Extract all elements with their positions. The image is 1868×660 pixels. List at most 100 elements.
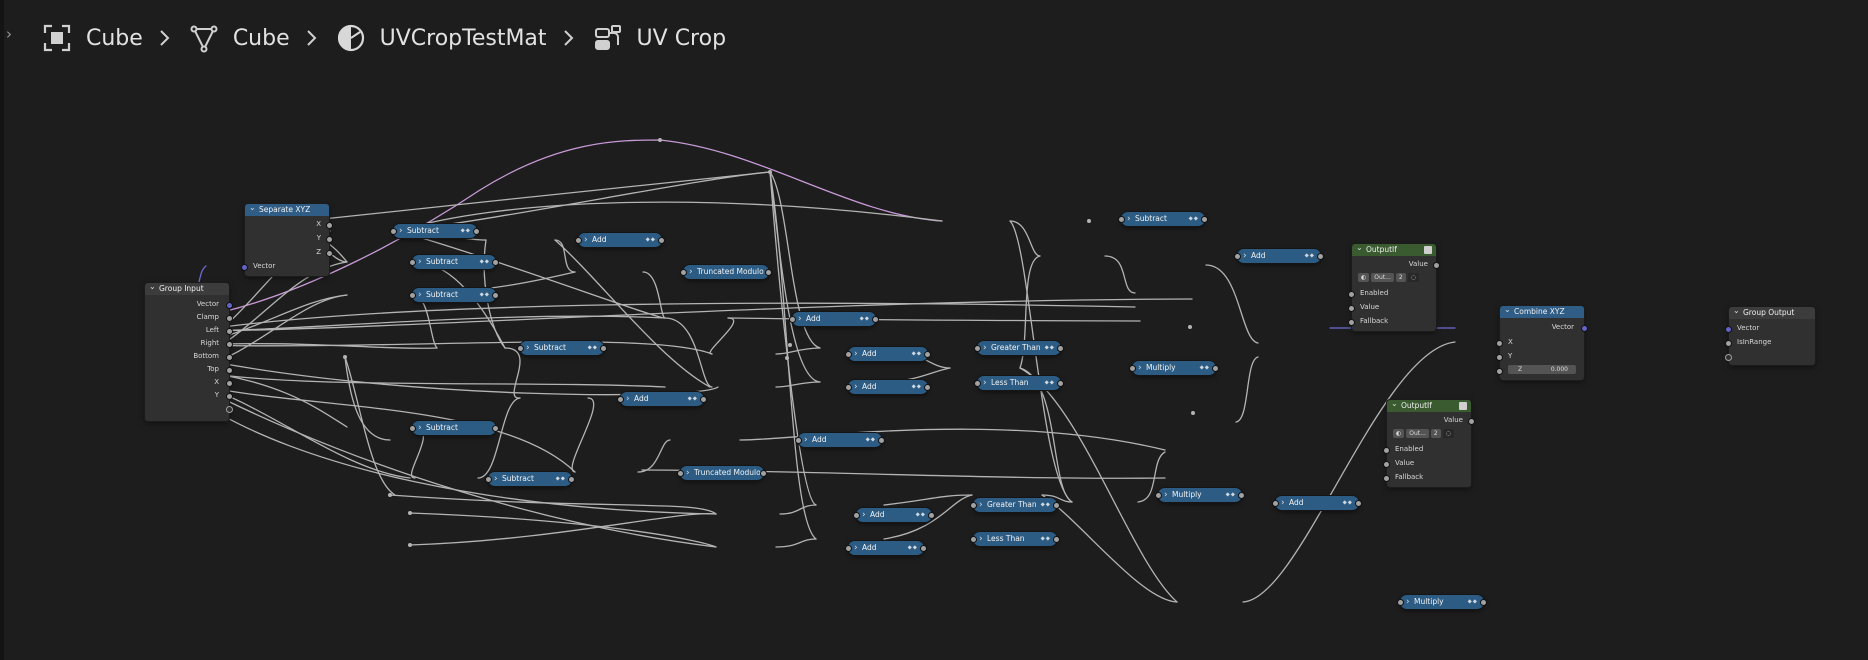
node-link xyxy=(1041,494,1178,603)
node-link xyxy=(397,201,943,232)
combine-xyz-node[interactable]: Combine XYZ Vector X Y Z 0.000 xyxy=(1496,306,1588,380)
socket-label: X xyxy=(316,220,321,228)
output-socket[interactable] xyxy=(326,222,333,229)
node-label: Less Than xyxy=(987,534,1025,543)
output-socket[interactable] xyxy=(226,380,233,387)
input-socket[interactable] xyxy=(1348,319,1355,326)
input-socket[interactable] xyxy=(1496,354,1503,361)
math-node-subtract[interactable]: Subtract⬥⬥ xyxy=(409,255,499,269)
separate-xyz-node[interactable]: Separate XYZ X Y Z Vector xyxy=(241,204,333,276)
socket-label: Value xyxy=(1360,303,1380,311)
math-node-less-than[interactable]: Less Than⬥⬥ xyxy=(970,532,1060,546)
node-label: Subtract xyxy=(407,226,439,235)
input-socket[interactable] xyxy=(1383,475,1390,482)
math-node-add[interactable]: Add⬥⬥ xyxy=(845,347,931,361)
z-value-field[interactable]: Z 0.000 xyxy=(1508,365,1576,374)
node-link xyxy=(1242,341,1456,603)
fake-user-icon[interactable]: ◌ xyxy=(1442,429,1454,438)
math-node-subtract[interactable]: Subtract xyxy=(409,421,499,435)
math-node-multiply[interactable]: Multiply⬥⬥ xyxy=(1155,488,1245,502)
breadcrumb-item-node-group[interactable]: UV Crop xyxy=(591,18,726,58)
breadcrumb-item-mesh[interactable]: Cube xyxy=(187,18,290,58)
node-link xyxy=(193,383,717,548)
input-socket[interactable] xyxy=(1496,368,1503,375)
node-header: OutputIf xyxy=(1352,244,1436,256)
group-output-node[interactable]: Group Output Vector IsInRange xyxy=(1725,307,1815,365)
math-node-subtract[interactable]: Subtract⬥⬥ xyxy=(485,472,575,486)
output-socket[interactable] xyxy=(1433,262,1440,269)
math-node-multiply[interactable]: Multiply⬥⬥ xyxy=(1397,595,1487,609)
input-socket[interactable] xyxy=(1725,326,1732,333)
output-socket[interactable] xyxy=(226,354,233,361)
socket-label: Vector xyxy=(1737,324,1760,332)
socket-label: Vector xyxy=(253,262,276,270)
input-socket[interactable] xyxy=(1348,291,1355,298)
socket-label: Vector xyxy=(196,300,219,308)
node-link xyxy=(1205,264,1259,344)
math-node-subtract[interactable]: Subtract⬥⬥ xyxy=(517,341,607,355)
output-socket[interactable] xyxy=(1581,325,1588,332)
breadcrumb-item-material[interactable]: UVCropTestMat xyxy=(334,18,547,58)
math-node-add[interactable]: Add⬥⬥ xyxy=(845,380,931,394)
math-node-add[interactable]: Add⬥⬥ xyxy=(789,312,879,326)
datablock-name[interactable]: Out... xyxy=(1371,273,1394,282)
output-socket[interactable] xyxy=(326,236,333,243)
output-socket[interactable] xyxy=(226,315,233,322)
input-socket[interactable] xyxy=(1383,461,1390,468)
input-socket[interactable] xyxy=(1496,340,1503,347)
datablock-name[interactable]: Out... xyxy=(1406,429,1429,438)
socket-label: Fallback xyxy=(1395,473,1424,481)
output-socket[interactable] xyxy=(226,393,233,400)
math-node-greater-than[interactable]: Greater Than⬥⬥ xyxy=(970,498,1060,512)
group-input-node[interactable]: Group Input Vector Clamp Left Right Bott… xyxy=(145,283,233,421)
breadcrumb-label: UVCropTestMat xyxy=(379,25,547,51)
math-node-add[interactable]: Add⬥⬥ xyxy=(795,433,885,447)
input-socket[interactable] xyxy=(241,264,248,271)
sidebar-toggle-icon[interactable]: › xyxy=(6,25,12,43)
math-node-subtract[interactable]: Subtract⬥⬥ xyxy=(390,224,480,238)
math-node-less-than[interactable]: Less Than⬥⬥ xyxy=(974,376,1064,390)
node-label: Truncated Modulo xyxy=(694,468,761,477)
output-socket[interactable] xyxy=(1468,418,1475,425)
math-node-add[interactable]: Add⬥⬥ xyxy=(853,508,935,522)
reroute-dot xyxy=(768,170,772,174)
node-label: Subtract xyxy=(426,423,458,432)
reroute-dot xyxy=(1191,411,1195,415)
node-link xyxy=(775,347,821,355)
node-label: Less Than xyxy=(991,378,1029,387)
output-if-node[interactable]: OutputIf Value ◐ Out... 2 ◌ Enabled Valu… xyxy=(1348,244,1440,331)
math-node-add[interactable]: Add⬥⬥ xyxy=(1272,496,1362,510)
input-socket[interactable] xyxy=(1725,340,1732,347)
input-socket[interactable] xyxy=(1383,447,1390,454)
breadcrumb-item-object[interactable]: Cube xyxy=(40,18,143,58)
math-node-add[interactable]: Add⬥⬥ xyxy=(845,541,927,555)
math-node-add[interactable]: Add⬥⬥ xyxy=(575,233,665,247)
output-socket[interactable] xyxy=(226,367,233,374)
math-node-add[interactable]: Add⬥⬥ xyxy=(617,392,707,406)
datablock-selector[interactable]: ◐ Out... 2 ◌ xyxy=(1393,429,1454,438)
math-node-add[interactable]: Add⬥⬥ xyxy=(1234,249,1324,263)
input-socket-empty[interactable] xyxy=(1725,354,1732,361)
math-node-multiply[interactable]: Multiply⬥⬥ xyxy=(1129,361,1219,375)
output-socket[interactable] xyxy=(326,250,333,257)
math-node-truncated-modulo[interactable]: Truncated Modulo xyxy=(680,265,772,279)
node-label: Add xyxy=(1289,498,1304,507)
datablock-selector[interactable]: ◐ Out... 2 ◌ xyxy=(1358,273,1419,282)
output-socket-empty[interactable] xyxy=(226,406,233,413)
math-node-subtract[interactable]: Subtract⬥⬥ xyxy=(409,288,499,302)
mesh-icon xyxy=(187,21,221,55)
node-label: Add xyxy=(812,435,827,444)
chevron-right-icon xyxy=(290,23,334,53)
node-link xyxy=(275,171,771,225)
math-node-truncated-modulo[interactable]: Truncated Modulo xyxy=(677,466,767,480)
math-node-greater-than[interactable]: Greater Than⬥⬥ xyxy=(974,341,1064,355)
output-socket[interactable] xyxy=(226,328,233,335)
output-socket[interactable] xyxy=(226,302,233,309)
output-socket[interactable] xyxy=(226,341,233,348)
fake-user-icon[interactable]: ◌ xyxy=(1407,273,1419,282)
math-node-subtract[interactable]: Subtract⬥⬥ xyxy=(1118,212,1208,226)
output-if-node[interactable]: OutputIf Value ◐ Out... 2 ◌ Enabled Valu… xyxy=(1383,400,1475,487)
node-link xyxy=(642,271,666,319)
input-socket[interactable] xyxy=(1348,305,1355,312)
